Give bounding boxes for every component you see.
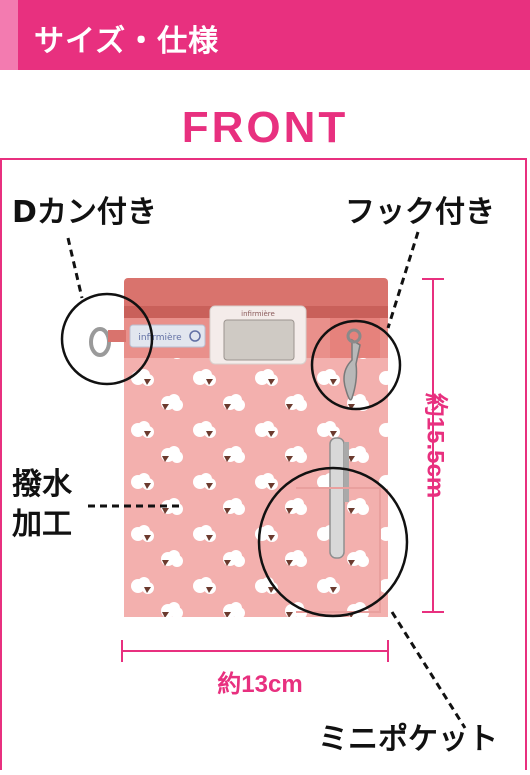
section-header: サイズ・仕様 — [0, 0, 530, 70]
device-brand: infirmière — [241, 310, 275, 318]
callout-circle-hook — [310, 319, 402, 411]
width-label: 約13cm — [217, 671, 303, 698]
header-accent-bar — [0, 0, 18, 70]
header-title: サイズ・仕様 — [34, 24, 220, 59]
callout-circle-d-ring — [60, 292, 154, 386]
d-ring-label: Dカン付き — [12, 195, 157, 230]
water-repellent-label-line2: 加工 — [12, 507, 72, 542]
hook — [343, 338, 361, 401]
callout-circle-mini-pocket — [257, 466, 409, 618]
diagram-frame — [0, 158, 527, 770]
d-ring — [89, 327, 111, 357]
hook-label: フック付き — [345, 195, 495, 230]
water-repellent-label-line1: 撥水 — [12, 467, 72, 502]
pen — [329, 437, 345, 559]
mini-pocket-label: ミニポケット — [318, 722, 498, 757]
height-label: 約15.5cm — [421, 392, 449, 499]
view-label: FRONT — [181, 103, 349, 152]
tag-brand: infirmière — [138, 332, 182, 343]
